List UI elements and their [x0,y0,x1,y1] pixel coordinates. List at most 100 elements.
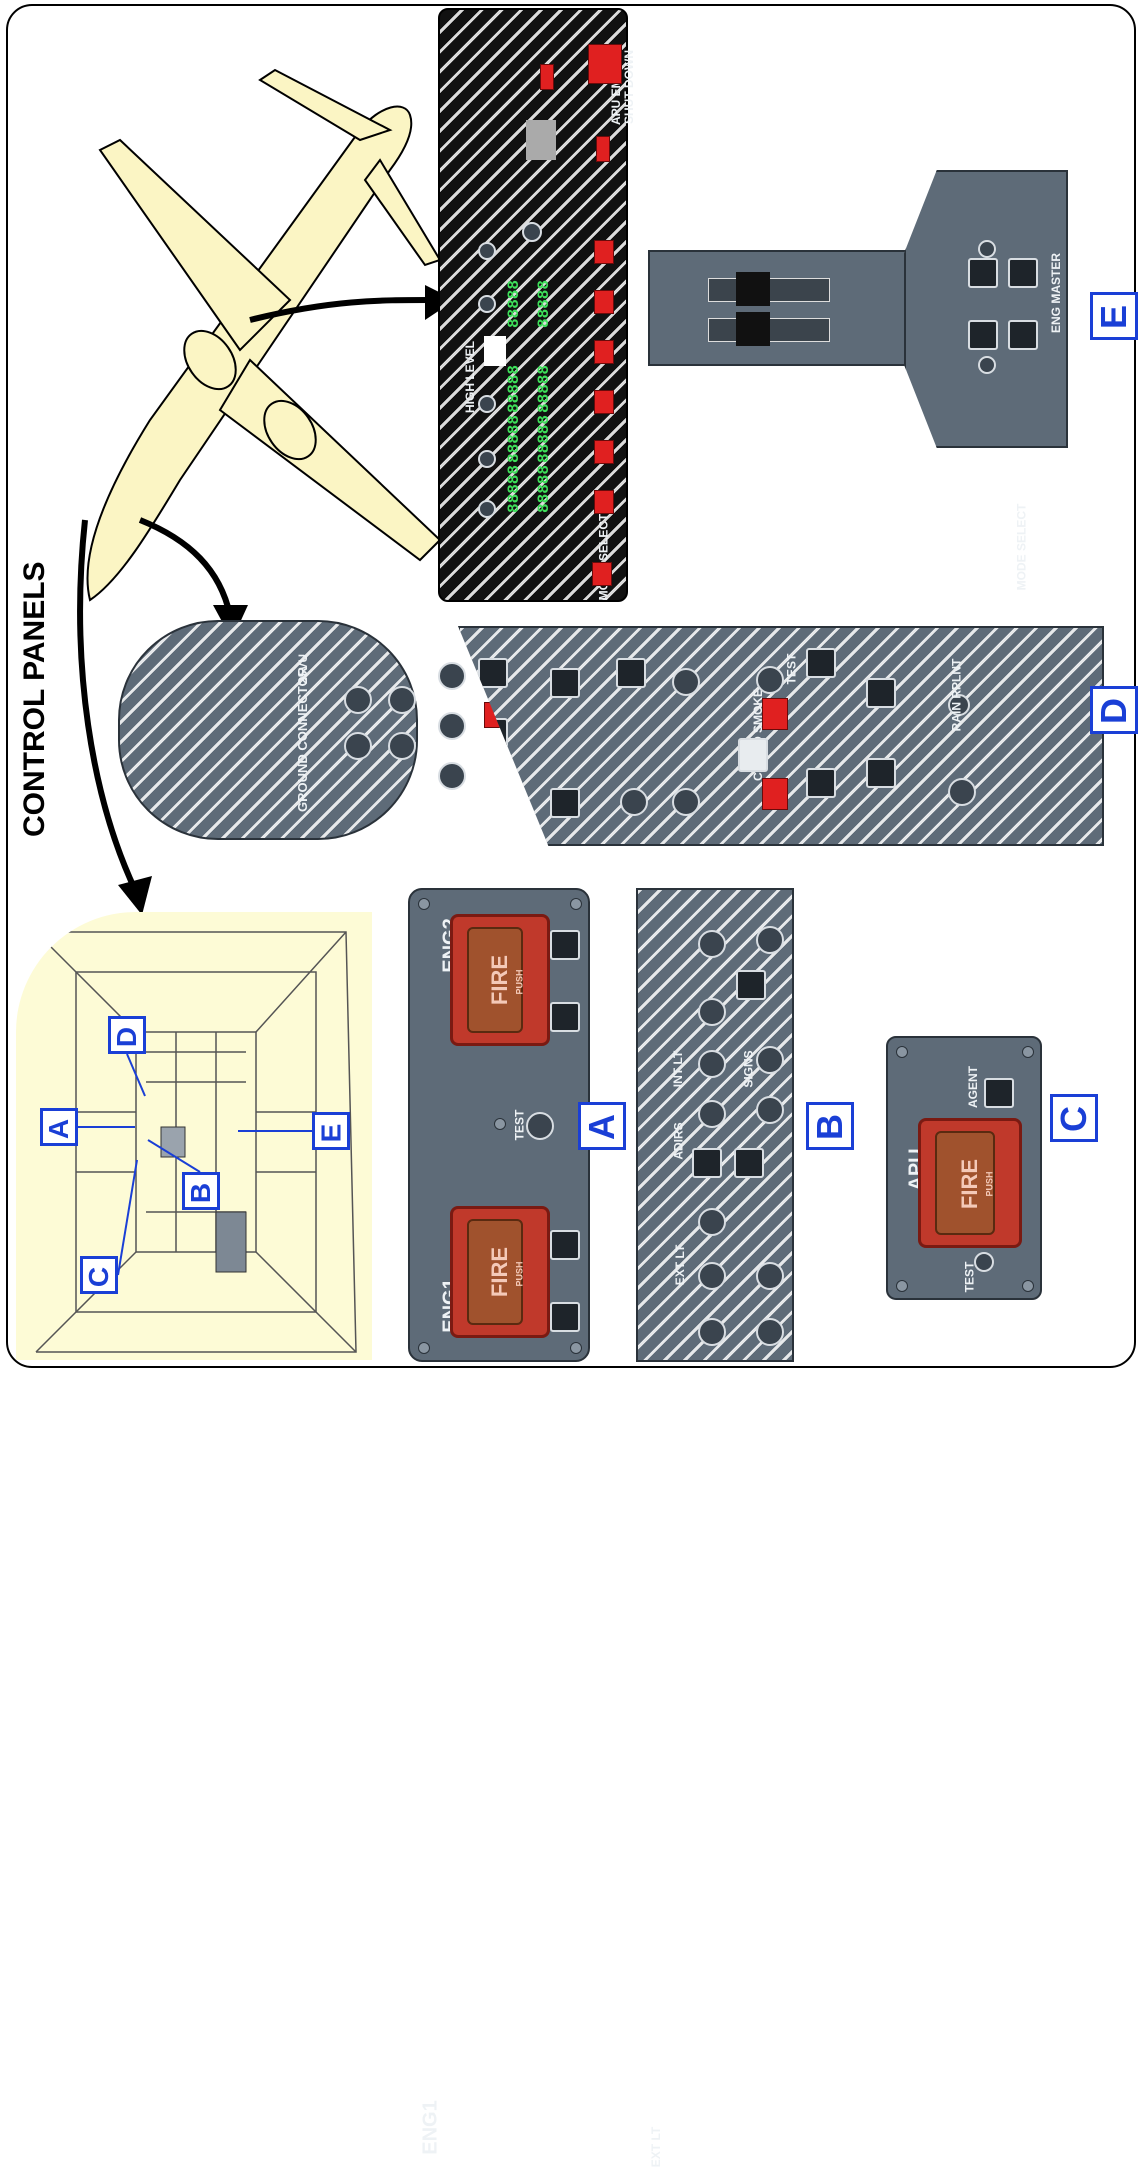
gc-knob-3[interactable] [344,732,372,760]
cargo-pb-6[interactable] [616,658,646,688]
strobe-switch[interactable] [698,1318,726,1346]
fuel-readout-5: 88888 [535,465,553,513]
eng2-agent1-button[interactable] [550,1002,580,1032]
emer-exit-lt-switch[interactable] [756,926,784,954]
gc-knob-7[interactable] [438,762,466,790]
cargo-pb-3[interactable] [478,658,508,688]
gc-knob-4[interactable] [388,732,416,760]
eng2-fire-button[interactable]: FIRE PUSH [450,914,550,1046]
screw [418,1342,430,1354]
panel-e-throttle-section [648,250,908,366]
fwd-agent-button[interactable] [762,778,788,810]
fuel-readout-6: 88888 [535,415,553,463]
ext-lt-label: EXT LT [649,2127,663,2167]
refuel-valve-2[interactable] [594,440,614,464]
cargo-pb-4[interactable] [550,788,580,818]
refuel-valve-4[interactable] [594,340,614,364]
gc-knob-2[interactable] [388,686,416,714]
eng1-master-switch[interactable] [968,320,998,350]
cargo-smoke-test-button[interactable] [756,666,784,694]
gc-knob-6[interactable] [438,712,466,740]
wiper-knob[interactable] [948,778,976,806]
eng2-master-switch[interactable] [968,258,998,288]
cargo-pb-5[interactable] [550,668,580,698]
fuel-knob-2[interactable] [478,450,496,468]
fuel-knob-3[interactable] [478,395,496,413]
panel-e-label: E [1090,292,1138,340]
panel-e-master-section [904,170,1068,448]
fuel-readout-2: 88888 [505,415,523,463]
refuel-valve-1[interactable] [594,490,614,514]
annun-lt-switch[interactable] [698,930,726,958]
eng2-fault-light [1008,258,1038,288]
pwr-supply-switch[interactable] [596,136,610,162]
eng1-label: ENG1 [420,2100,443,2154]
test-window [526,120,556,160]
screw [494,1118,506,1130]
ice-ind-switch[interactable] [698,998,726,1026]
screw [896,1046,908,1058]
adirs-button-2[interactable] [734,1148,764,1178]
panel-c-label: C [1050,1094,1098,1142]
cargo-knob-2[interactable] [672,788,700,816]
disch-btl-selector[interactable] [738,738,768,772]
screw [570,898,582,910]
stby-compass-switch[interactable] [698,1050,726,1078]
apu-test-label: TEST [962,1262,976,1293]
apu-fire-button[interactable]: FIRE PUSH [918,1118,1022,1248]
adirs-button[interactable] [692,1148,722,1178]
thrust-lever-2-handle[interactable] [736,272,770,306]
int-lt-label: INT LT [671,1051,685,1087]
mode-select-switch[interactable] [592,562,612,586]
cargo-knob-1[interactable] [620,788,648,816]
screw [896,1280,908,1292]
screw [570,1342,582,1354]
eng1-agent1-button[interactable] [550,1302,580,1332]
cargo-pb-9[interactable] [866,758,896,788]
apu-test-button[interactable] [974,1252,994,1272]
apu-shut-down-button[interactable] [588,44,622,84]
panel-b-label: B [806,1102,854,1150]
ext-lt-label: EXT LT [673,1245,687,1285]
apu-agent-button[interactable] [984,1078,1014,1108]
refuel-valve-3[interactable] [594,390,614,414]
fuel-readout-8: 88888 [535,280,553,328]
rwy-turn-off-switch[interactable] [756,1318,784,1346]
high-level-label: HIGH LEVEL [463,341,477,413]
aft-agent-button[interactable] [762,698,788,730]
panel-fuel-refuel: MODE SELECT MODE SELECT HIGH LEVEL APU E… [438,8,628,602]
high-level-switch[interactable] [540,64,554,90]
test-label: TEST [784,654,798,685]
cargo-pb-8[interactable] [806,648,836,678]
adirs-label: ADIRS [672,1122,686,1159]
eng1-fire-button[interactable]: FIRE PUSH [450,1206,550,1338]
fuel-knob-1[interactable] [478,500,496,518]
refuel-valve-6[interactable] [594,240,614,264]
preselected-window [484,336,506,366]
beacon-switch[interactable] [698,1262,726,1290]
rain-rplnt-label: RAIN RPLNT [949,659,963,732]
fuel-knob-4[interactable] [478,295,496,313]
land-switch[interactable] [756,1262,784,1290]
refuel-valve-5[interactable] [594,290,614,314]
gc-knob-5[interactable] [438,662,466,690]
gc-knob-1[interactable] [344,686,372,714]
no-smoking-switch[interactable] [756,1046,784,1074]
fuel-knob-5[interactable] [478,242,496,260]
seat-belts-switch[interactable] [756,1096,784,1124]
eng2-agent2-button[interactable] [550,930,580,960]
eng1-agent2-button[interactable] [550,1230,580,1260]
eng2-master-knob[interactable] [978,240,996,258]
emer-exit-off-button[interactable] [736,970,766,1000]
cargo-pb-10[interactable] [866,678,896,708]
panel-a-test-button[interactable] [526,1112,554,1140]
dome-switch[interactable] [698,1100,726,1128]
thrust-lever-1-handle[interactable] [736,312,770,346]
shut-down-label: SHUT DOWN [622,50,636,124]
cargo-pb-7[interactable] [806,768,836,798]
cargo-knob-3[interactable] [672,668,700,696]
ind-dec-knob[interactable] [522,222,542,242]
eng1-master-knob[interactable] [978,356,996,374]
panel-e-thrust-master: ENG MASTER [648,170,1068,448]
nav-logo-switch[interactable] [698,1208,726,1236]
